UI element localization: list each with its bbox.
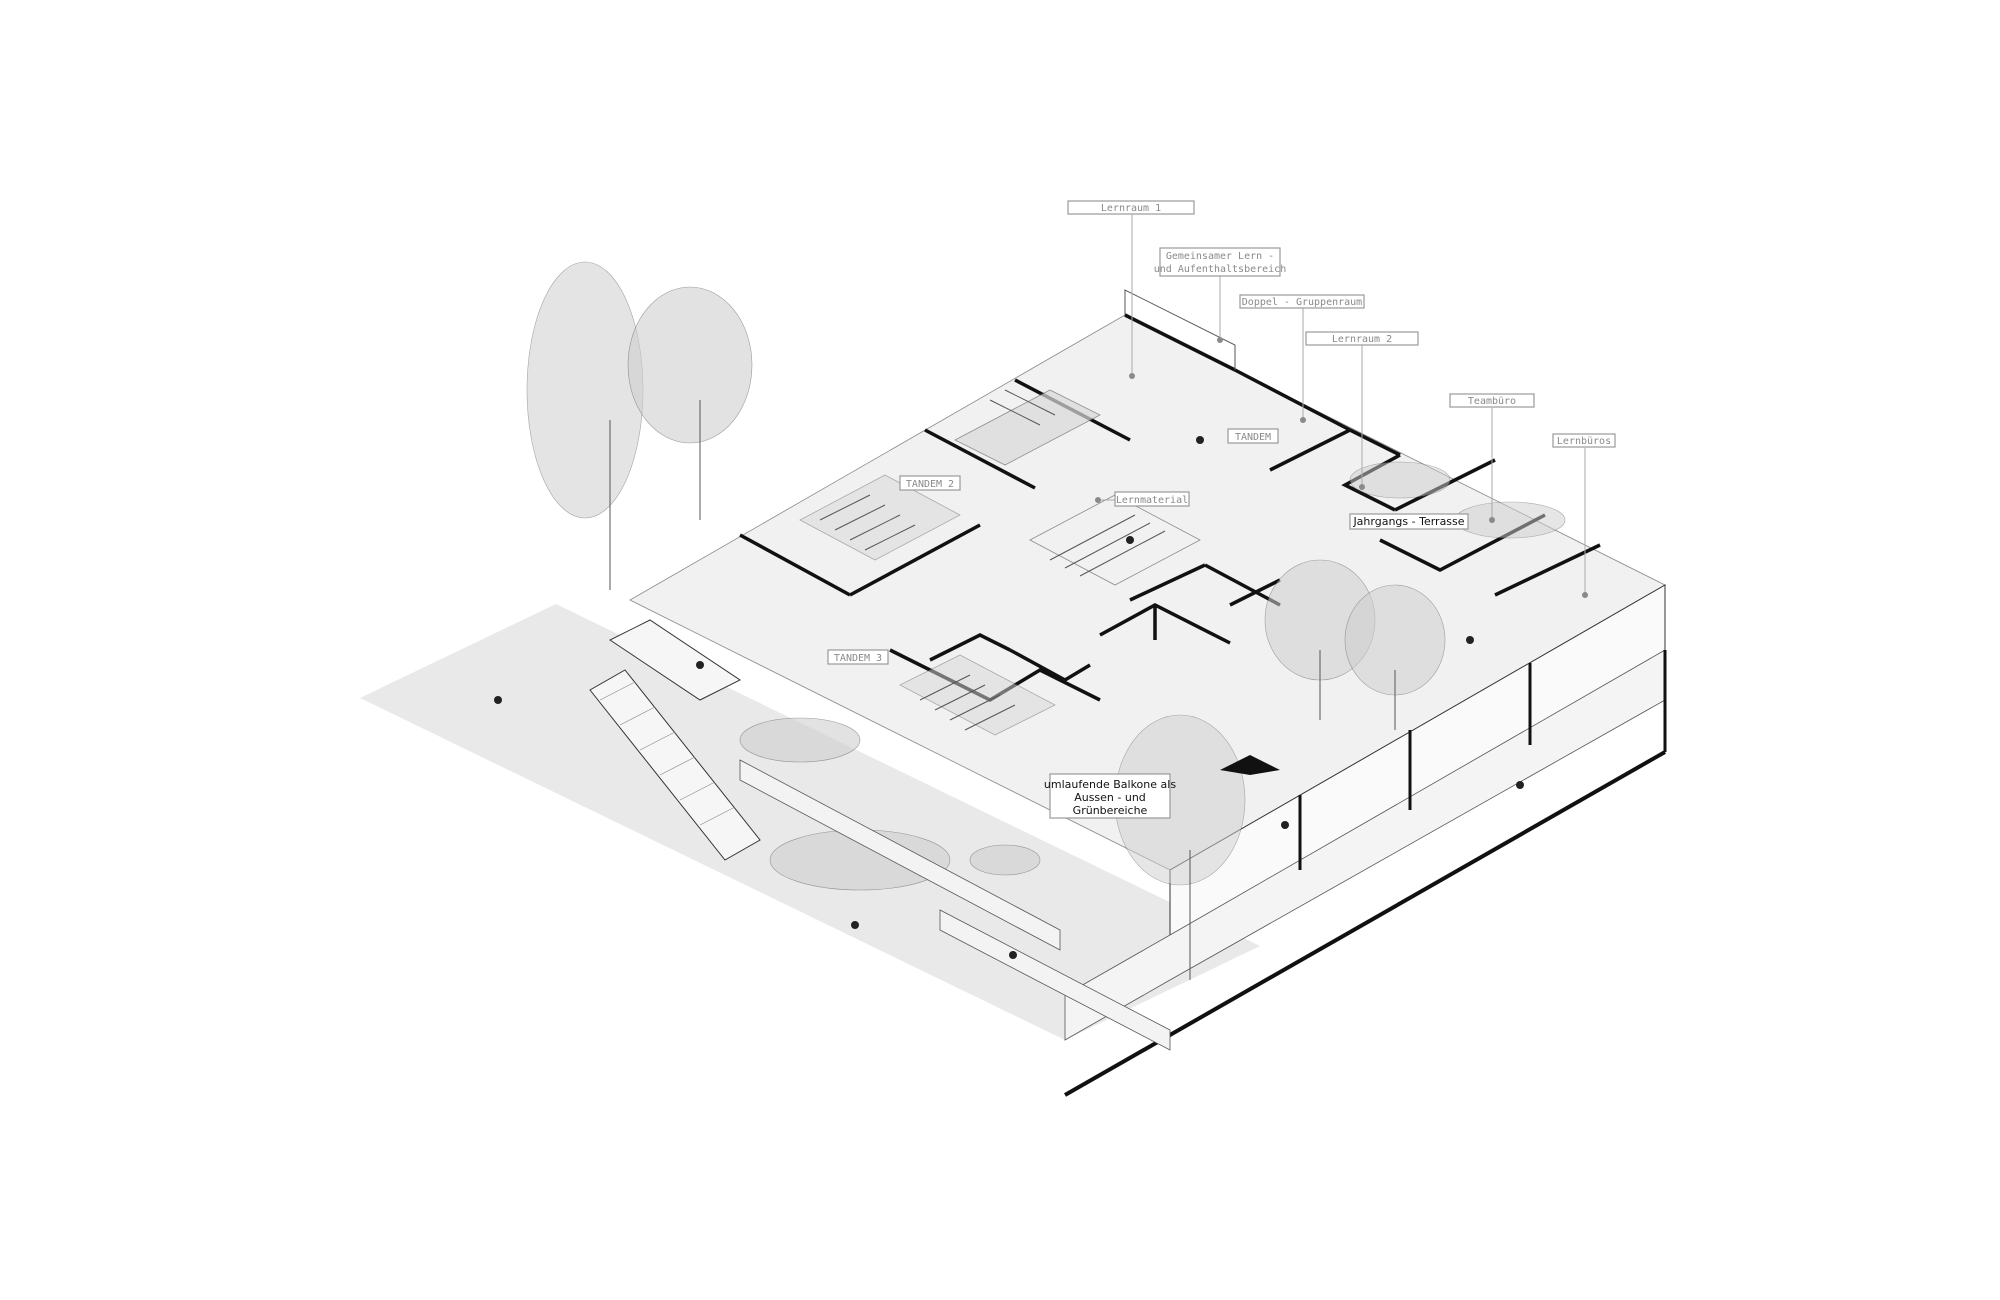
label-lernbueros: Lernbüros [1552, 433, 1616, 598]
tandem-3-text: TANDEM 3 [834, 653, 882, 664]
classroom-floors [799, 389, 1101, 736]
label-jahrgangs-terrasse: Jahrgangs - Terrasse [1349, 513, 1469, 530]
balcony-planters [739, 461, 1566, 1051]
balkone-line3: Grünbereiche [1073, 804, 1148, 817]
central-atrium [1029, 494, 1201, 586]
building-front-faces [1064, 584, 1667, 1097]
exterior-staircases [589, 619, 761, 861]
lernraum-1-text: Lernraum 1 [1101, 203, 1161, 214]
label-umlaufende-balkone: umlaufende Balkone als Aussen - und Grün… [1044, 773, 1176, 819]
label-tandem-3: TANDEM 3 [827, 649, 889, 665]
label-lernraum-1: Lernraum 1 [1067, 200, 1195, 379]
label-teambuero: Teambüro [1449, 393, 1535, 523]
jahrgangs-terrasse-text: Jahrgangs - Terrasse [1352, 515, 1464, 528]
label-doppel-gruppenraum: Doppel - Gruppenraum [1239, 294, 1365, 423]
teambuero-text: Teambüro [1468, 396, 1516, 407]
people [494, 436, 1524, 959]
lernmaterial-text: Lernmaterial [1116, 495, 1188, 506]
tandem-2-text: TANDEM 2 [906, 479, 954, 490]
doppel-gruppenraum-text: Doppel - Gruppenraum [1242, 297, 1362, 308]
label-gemeinsamer-lernbereich: Gemeinsamer Lern - und Aufenthaltsbereic… [1154, 247, 1286, 343]
balkone-line1: umlaufende Balkone als [1044, 778, 1176, 791]
gemeinsamer-line2: und Aufenthaltsbereich [1154, 264, 1286, 275]
lernraum-2-text: Lernraum 2 [1332, 334, 1392, 345]
label-lernmaterial: Lernmaterial [1095, 491, 1190, 507]
lernbueros-text: Lernbüros [1557, 436, 1611, 447]
courtyard-trees [1114, 559, 1446, 980]
tandem-text: TANDEM [1235, 432, 1271, 443]
tree-group-left [526, 261, 753, 590]
balkone-line2: Aussen - und [1074, 791, 1146, 804]
label-lernraum-2: Lernraum 2 [1305, 331, 1419, 490]
umbrella [1220, 755, 1280, 775]
label-tandem-2: TANDEM 2 [899, 475, 961, 491]
classroom-tables [819, 389, 1056, 731]
label-tandem: TANDEM [1227, 428, 1279, 444]
gemeinsamer-line1: Gemeinsamer Lern - [1166, 251, 1274, 262]
